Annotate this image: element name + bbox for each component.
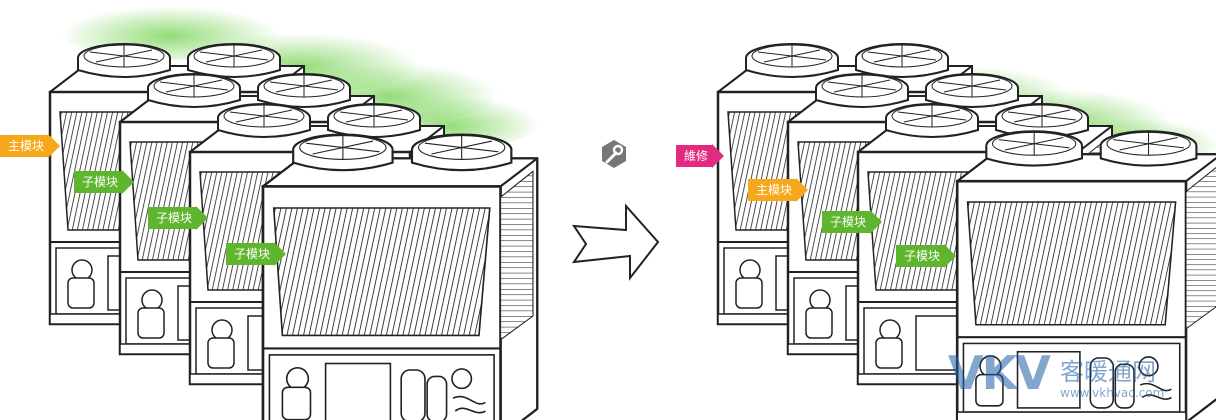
process-arrow-icon — [571, 203, 660, 281]
repair-module-label: 維修 — [684, 149, 709, 163]
sub-module-label: 子模块 — [234, 247, 271, 261]
sub-module-tag: 子模块 — [148, 206, 209, 230]
primary-module-label: 主模块 — [756, 183, 793, 197]
primary-module-tag: 主模块 — [748, 178, 809, 202]
before-stack — [48, 0, 540, 420]
sub-module-label: 子模块 — [82, 175, 119, 189]
after-stack — [716, 42, 1216, 420]
watermark-logo: VKV — [948, 346, 1051, 400]
sub-module-label: 子模块 — [904, 249, 941, 263]
chiller-module — [261, 133, 539, 420]
sub-module-tag: 子模块 — [74, 170, 135, 194]
watermark-name: 客暖通网 — [1060, 358, 1156, 386]
primary-module-label: 主模块 — [8, 139, 45, 153]
sub-module-label: 子模块 — [156, 211, 193, 225]
sub-module-label: 子模块 — [830, 215, 867, 229]
sub-module-tag: 子模块 — [896, 244, 957, 268]
primary-module-tag: 主模块 — [0, 134, 61, 158]
watermark-url: www.vkhvac.com — [1060, 386, 1165, 400]
sub-module-tag: 子模块 — [822, 210, 883, 234]
repair-module-tag: 維修 — [676, 144, 725, 168]
wrench-icon — [602, 140, 626, 168]
sub-module-tag: 子模块 — [226, 242, 287, 266]
watermark: VKV 客暖通网 www.vkhvac.com — [948, 346, 1208, 412]
